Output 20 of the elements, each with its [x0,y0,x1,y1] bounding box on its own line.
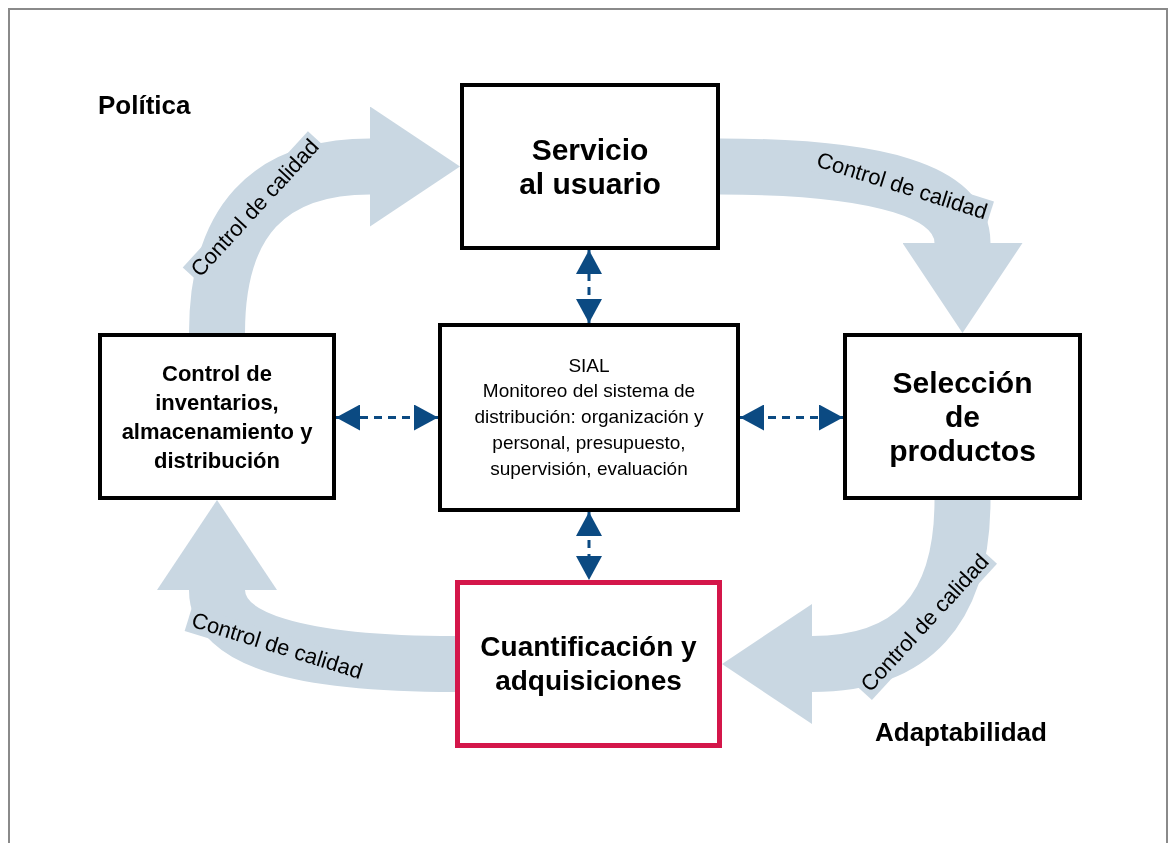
box-title: Control de inventarios, almacenamiento y distribución [120,359,314,475]
dashed-arrow [336,404,438,431]
corner-label: Adaptabilidad [875,716,1047,749]
dashed-arrow [740,404,843,431]
box-title: Cuantificación y adquisiciones [479,630,698,698]
process-box [843,333,1082,500]
corner-label: Política [98,89,191,122]
curved-arrow [719,138,1022,333]
dashed-arrow [576,250,602,323]
process-box [438,323,740,512]
box-title: Selección de productos [888,365,1037,468]
process-box [460,83,720,250]
process-box [98,333,336,500]
dashed-arrow [576,512,602,580]
box-title: SIAL [568,353,610,378]
process-box [455,580,722,748]
box-text: Monitoreo del sistema de distribución: organización y personal, presupuesto, supervisión, evaluación [473,378,705,481]
curved-arrow [157,500,456,692]
curved-arrow [722,498,991,724]
box-title: Servicio al usuario [518,132,662,201]
